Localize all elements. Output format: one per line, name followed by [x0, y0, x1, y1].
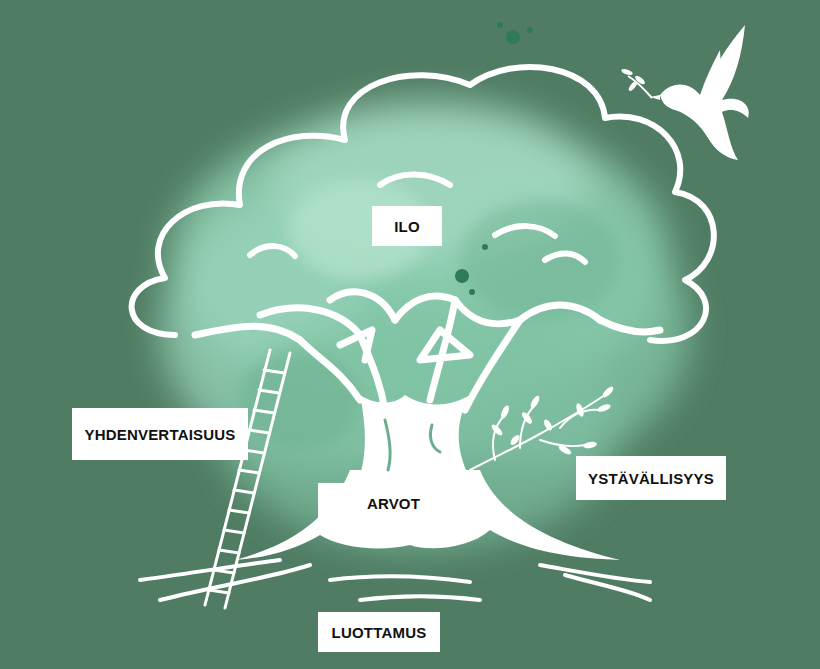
- value-label: ARVOT: [367, 495, 420, 512]
- label-box: ILO: [372, 206, 442, 246]
- ladder: [205, 350, 290, 608]
- olive-twig: [621, 68, 652, 98]
- label-box: ARVOT: [318, 483, 469, 523]
- canopy-outline: [132, 67, 714, 341]
- value-label: ILO: [394, 218, 420, 235]
- value-label: YSTÄVÄLLISYYS: [588, 470, 714, 487]
- label-box: YHDENVERTAISUUS: [72, 408, 248, 460]
- ink-dots: [455, 22, 533, 295]
- tree-trunk: [235, 395, 620, 560]
- value-label: YHDENVERTAISUUS: [84, 426, 235, 443]
- dove: [650, 25, 749, 160]
- tree-branches: [195, 292, 660, 410]
- label-box: YSTÄVÄLLISYYS: [576, 456, 726, 500]
- value-label: LUOTTAMUS: [332, 624, 427, 641]
- label-box: LUOTTAMUS: [318, 612, 440, 652]
- roots: [140, 560, 650, 600]
- trunk-lines: [385, 420, 440, 470]
- leaves: [490, 385, 615, 456]
